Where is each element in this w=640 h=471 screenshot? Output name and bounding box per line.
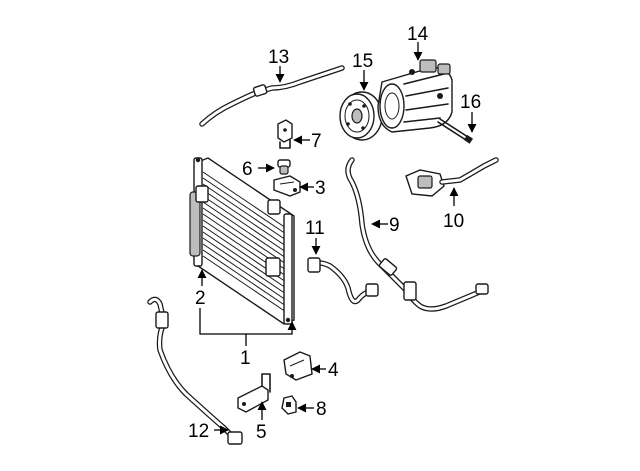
part-11-line xyxy=(307,257,379,305)
callout-16: 16 xyxy=(460,92,481,113)
condenser-fins xyxy=(202,171,290,315)
part-10-hose xyxy=(405,157,499,197)
callout-6: 6 xyxy=(242,159,253,180)
part-15-clutch-pulley xyxy=(339,91,383,141)
callout-4: 4 xyxy=(328,360,339,381)
part-13-hose xyxy=(199,65,345,127)
part-3-bracket xyxy=(273,175,301,197)
callout-5: 5 xyxy=(256,422,267,443)
callout-15: 15 xyxy=(352,51,373,72)
part-1-condenser xyxy=(189,157,295,325)
callout-7: 7 xyxy=(311,131,322,152)
part-4-bracket xyxy=(283,351,313,381)
callout-10: 10 xyxy=(443,211,464,232)
part-16-bolt xyxy=(437,118,473,144)
callout-1: 1 xyxy=(240,348,251,369)
callout-8: 8 xyxy=(316,399,327,420)
callout-2: 2 xyxy=(195,288,206,309)
callout-3: 3 xyxy=(315,178,326,199)
part-12-hose xyxy=(147,296,243,445)
callout-labels: 13 14 15 16 7 6 3 9 10 11 2 1 4 5 8 12 xyxy=(188,24,481,443)
part-5-bracket xyxy=(237,373,271,413)
part-6-grommet xyxy=(277,159,291,175)
part-8-clip xyxy=(281,395,297,415)
part-9-hose xyxy=(345,157,489,312)
part-14-compressor xyxy=(377,59,453,133)
callout-14: 14 xyxy=(407,24,429,45)
part-7-bracket xyxy=(277,119,293,149)
callout-11: 11 xyxy=(305,218,325,239)
callout-12: 12 xyxy=(188,421,209,442)
leader-lines xyxy=(197,42,477,435)
callout-13: 13 xyxy=(268,47,289,68)
callout-9: 9 xyxy=(389,215,400,236)
